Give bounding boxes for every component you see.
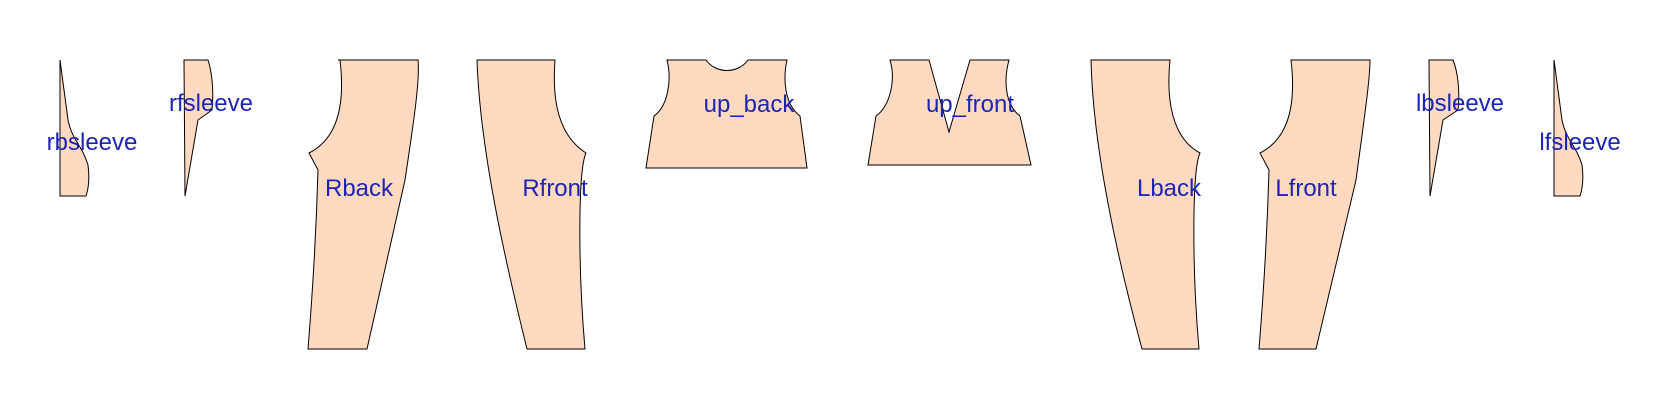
pattern-piece-up-back: [645, 59, 808, 169]
pattern-piece-label-lback: Lback: [1137, 175, 1202, 202]
pattern-piece-rfront: [476, 59, 587, 350]
pattern-piece-label-rfront: Rfront: [522, 175, 588, 202]
pattern-piece-rback: [307, 59, 419, 350]
pattern-piece-rfsleeve: [183, 59, 214, 197]
pattern-piece-label-up-front: up_front: [926, 91, 1014, 118]
pattern-piece-label-rfsleeve: rfsleeve: [169, 90, 253, 117]
pattern-piece-label-rbsleeve: rbsleeve: [47, 129, 138, 156]
pattern-piece-label-lfront: Lfront: [1275, 175, 1337, 202]
pattern-piece-label-lbsleeve: lbsleeve: [1416, 90, 1504, 117]
pattern-piece-lback: [1090, 59, 1201, 350]
pattern-piece-label-lfsleeve: lfsleeve: [1539, 129, 1620, 156]
pattern-piece-lfsleeve: [1553, 59, 1584, 197]
pattern-piece-label-rback: Rback: [325, 175, 394, 202]
pattern-piece-lfront: [1258, 59, 1371, 350]
pattern-piece-rbsleeve: [59, 59, 90, 197]
pattern-piece-label-up-back: up_back: [704, 91, 796, 118]
pattern-piece-lbsleeve: [1428, 59, 1460, 197]
pattern-piece-up-front: [867, 59, 1032, 166]
